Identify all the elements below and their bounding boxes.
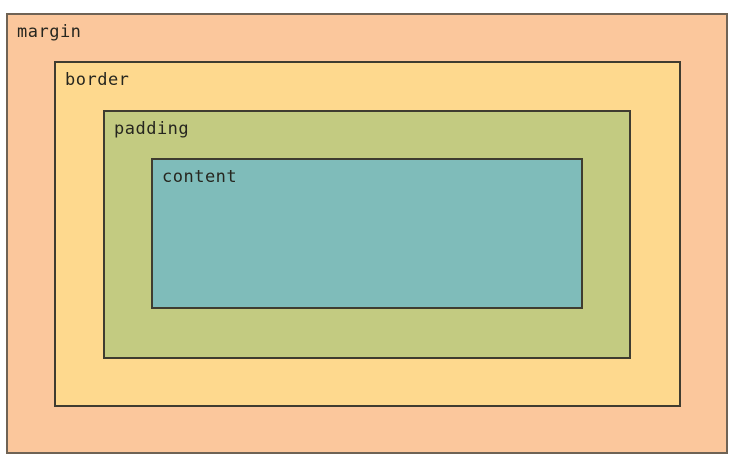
margin-label: margin [17,22,82,42]
content-box: content [151,158,583,309]
content-label: content [162,167,238,187]
border-label: border [65,70,130,90]
padding-label: padding [114,119,190,139]
